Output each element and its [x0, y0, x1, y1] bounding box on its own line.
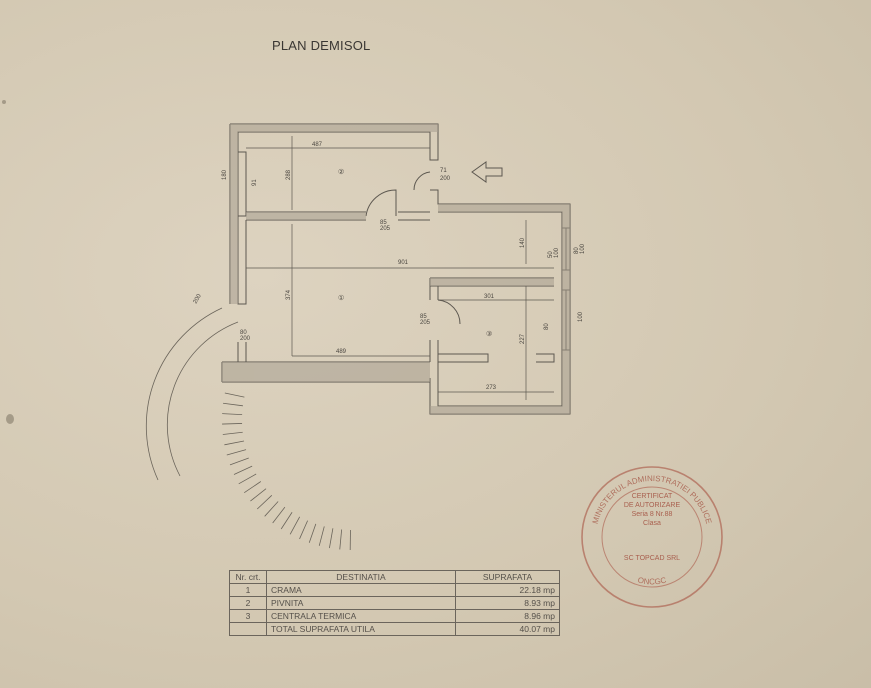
stair-tread: [329, 528, 334, 549]
dim-door1-value: 205: [420, 320, 431, 326]
stair-tread: [222, 431, 243, 435]
stamp-line1: CERTIFICAT: [631, 493, 673, 500]
dim-room3-width: 301: [484, 294, 495, 300]
dim-room3-bottom: 273: [486, 385, 497, 391]
header-nr: Nr. crt.: [229, 570, 267, 584]
door-arc-room3: [437, 299, 461, 325]
stair-tread: [224, 392, 245, 398]
area-summary-table: Nr. crt. DESTINATIA SUPRAFATA 1 CRAMA 22…: [229, 570, 560, 636]
dim-entry-label: 71: [440, 168, 447, 174]
authorization-stamp: MINISTERUL ADMINISTRATIEI PUBLICE ONCGC …: [576, 462, 728, 612]
dim-left-door-value: 200: [240, 336, 251, 342]
stamp-line4: Clasa: [643, 520, 661, 527]
stamp-company: SC TOPCAD SRL: [623, 555, 681, 562]
stair-tread: [222, 413, 243, 416]
dim-door1-label: 85: [420, 314, 427, 320]
dim-room1-height: 374: [286, 289, 292, 300]
dim-room3-height: 227: [520, 333, 526, 344]
dim-stairs-label: 200: [193, 293, 204, 305]
stair-tread: [264, 501, 279, 517]
stair-tread: [238, 473, 257, 485]
dim-right-top-value: 100: [580, 243, 586, 254]
stamp-line2: DE AUTORIZARE: [623, 502, 681, 509]
room-number-1: ①: [338, 294, 344, 302]
page-title: PLAN DEMISOL: [272, 38, 371, 53]
svg-text:ONCGC: ONCGC: [637, 575, 668, 586]
dim-room3-window-value: 100: [578, 311, 584, 322]
stair-tread: [339, 529, 343, 550]
stair-tread: [289, 516, 301, 535]
dim-room2-width: 487: [312, 142, 323, 148]
dim-room1-width: 901: [398, 260, 409, 266]
stair-tread: [226, 449, 247, 456]
stair-tread: [250, 488, 267, 502]
stair-tread: [272, 506, 286, 524]
dim-room2-side-label: 91: [252, 179, 258, 186]
door-arc-room2: [365, 189, 397, 217]
stair-tread: [299, 520, 308, 540]
dim-room1-upper: 140: [520, 237, 526, 248]
table-row: 2 PIVNITA 8.93 mp: [229, 596, 560, 610]
table-total-row: TOTAL SUPRAFATA UTILA 40.07 mp: [229, 622, 560, 636]
stair-tread: [222, 423, 243, 425]
stamp-seal-icon: MINISTERUL ADMINISTRATIEI PUBLICE ONCGC: [581, 466, 723, 608]
stair-tread: [318, 526, 325, 546]
stair-tread: [244, 481, 262, 494]
dim-room2-side-value: 180: [222, 169, 228, 180]
stair-tread: [308, 523, 317, 543]
stair-tread: [256, 495, 273, 510]
entrance-arrow-icon: [471, 161, 503, 183]
dim-left-door-label: 80: [240, 330, 247, 336]
total-value: 40.07 mp: [455, 622, 560, 636]
dim-entry-value: 200: [440, 176, 451, 182]
dim-room1-bottom: 489: [336, 349, 347, 355]
spiral-stair-icon: [145, 307, 351, 550]
stamp-line3: Seria 8 Nr.88: [631, 511, 673, 518]
dim-room3-window-label: 80: [544, 323, 550, 330]
dim-room1-window-value: 100: [554, 247, 560, 258]
dim-door2-label: 85: [380, 220, 387, 226]
dim-room2-height: 288: [286, 169, 292, 180]
table-header-row: Nr. crt. DESTINATIA SUPRAFATA: [229, 570, 560, 584]
total-label: TOTAL SUPRAFATA UTILA: [266, 622, 456, 636]
room-number-3: ③: [486, 330, 492, 338]
header-area: SUPRAFATA: [455, 570, 560, 584]
header-destination: DESTINATIA: [266, 570, 456, 584]
stair-tread: [229, 457, 249, 466]
dim-right-top-label: 80: [574, 247, 580, 254]
stamp-bottom-text: ONCGC: [637, 575, 668, 586]
stair-tread: [280, 512, 293, 530]
room-number-2: ②: [338, 168, 344, 176]
stair-tread: [223, 402, 243, 407]
dim-room1-window-label: 50: [548, 251, 554, 258]
paper-mark: [6, 414, 14, 424]
stair-tread: [224, 440, 245, 446]
paper-mark: [2, 100, 6, 104]
table-row: 1 CRAMA 22.18 mp: [229, 583, 560, 597]
dim-door2-value: 205: [380, 226, 391, 232]
table-row: 3 CENTRALA TERMICA 8.96 mp: [229, 609, 560, 623]
stair-tread: [233, 465, 253, 475]
door-arc-entry: [413, 171, 431, 191]
